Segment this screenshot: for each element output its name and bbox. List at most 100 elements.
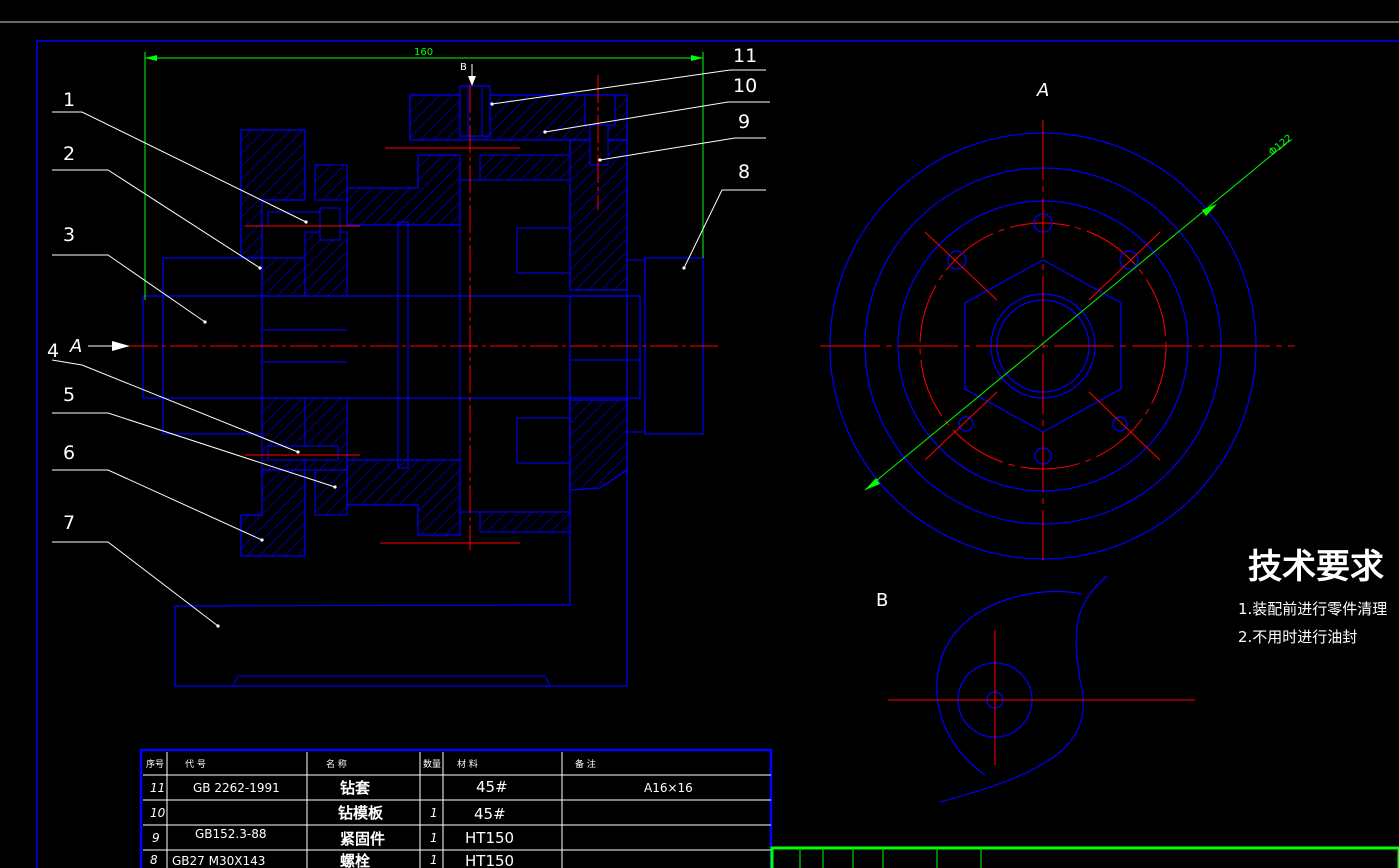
workpiece-shaft xyxy=(142,295,641,399)
housing-lower xyxy=(346,459,461,536)
ring-upper xyxy=(314,164,348,201)
part-label-9: 9 xyxy=(738,111,750,133)
bom-cell-material: 45# xyxy=(474,805,506,823)
slot-upper xyxy=(516,227,571,274)
leader-11 xyxy=(491,69,766,105)
view-a-label-left: A xyxy=(69,336,82,357)
housing-upper xyxy=(346,154,461,226)
view-a-diag-1 xyxy=(924,231,998,301)
dim-160-text: 160 xyxy=(414,47,433,58)
slot-lower xyxy=(516,417,571,464)
part-label-1: 1 xyxy=(63,89,75,111)
leader-8 xyxy=(683,189,766,269)
leader-5 xyxy=(52,412,336,488)
bom-cell-no: 10 xyxy=(150,806,166,820)
view-b-label: B xyxy=(876,590,888,611)
bom-header-material: 材 料 xyxy=(457,758,478,770)
bom-cell-name: 钻模板 xyxy=(338,804,384,822)
bom-header-no: 序号 xyxy=(146,758,164,770)
view-a-diag-3 xyxy=(924,391,998,461)
bolt-hole-top-right xyxy=(1119,250,1139,270)
snap-ring xyxy=(397,221,409,469)
right-plate-lower xyxy=(569,399,628,491)
part-label-4: 4 xyxy=(47,340,59,362)
bom-cell-material: 45# xyxy=(476,778,508,796)
right-housing-upper xyxy=(479,154,571,181)
bom-cell-code: GB 2262-1991 xyxy=(193,781,280,795)
section-b-mark: B xyxy=(460,62,467,73)
view-a-diag-2 xyxy=(1088,231,1161,301)
diameter-dim-line xyxy=(864,139,1291,491)
bom-header-code: 代 号 xyxy=(185,759,206,770)
part-label-6: 6 xyxy=(63,442,75,464)
bom-cell-note: A16×16 xyxy=(644,781,693,795)
diameter-arrow-2 xyxy=(1202,204,1217,216)
leader-3 xyxy=(52,254,206,323)
right-housing-lower xyxy=(479,511,571,533)
bom-cell-code: GB152.3-88 xyxy=(195,827,266,841)
table-row[interactable]: 8 GB27 M30X143 螺栓 1 HT150 xyxy=(150,852,514,868)
bom-cell-name: 紧固件 xyxy=(340,830,385,848)
bom-grid xyxy=(143,752,771,868)
tech-req-item-1: 1.装配前进行零件清理 xyxy=(1238,600,1387,618)
bom-header-qty: 数量 xyxy=(423,758,441,770)
leader-4 xyxy=(51,359,299,453)
pin-lower xyxy=(267,445,339,461)
leader-2 xyxy=(52,169,261,269)
view-a-circular[interactable]: A Φ122 xyxy=(820,80,1295,560)
table-row[interactable]: 10 钻模板 1 45# xyxy=(150,804,506,823)
screw-shank xyxy=(589,124,609,166)
leader-1 xyxy=(52,111,307,223)
bom-header-note: 备 注 xyxy=(575,758,596,770)
front-section-view[interactable]: A B 160 xyxy=(69,47,720,687)
diameter-dim-text: Φ122 xyxy=(1267,133,1295,159)
bom-cell-name: 螺栓 xyxy=(340,852,370,868)
bom-cell-material: HT150 xyxy=(465,852,514,868)
table-row[interactable]: 9 GB152.3-88 紧固件 1 HT150 xyxy=(152,827,514,848)
part-label-8: 8 xyxy=(738,161,750,183)
title-block xyxy=(770,846,1399,868)
bom-cell-code: GB27 M30X143 xyxy=(172,854,265,868)
cam-outline xyxy=(936,575,1108,803)
bolt-hole-bottom-left xyxy=(958,416,974,432)
base-foot-notch xyxy=(232,675,551,687)
bom-cell-name: 钻套 xyxy=(340,779,371,797)
leader-7 xyxy=(52,541,219,627)
part-label-3: 3 xyxy=(63,224,75,246)
view-a-diag-4 xyxy=(1088,391,1161,461)
part-label-11: 11 xyxy=(733,45,757,67)
bom-table[interactable]: 序号 代 号 名 称 数量 材 料 备 注 11 GB 2262-1991 钻套… xyxy=(139,748,773,868)
housing-mid-upper xyxy=(347,224,461,296)
drawing-frame xyxy=(36,40,1399,868)
diameter-arrow-1 xyxy=(865,478,880,490)
bom-cell-no: 11 xyxy=(150,781,165,795)
view-a-label-top: A xyxy=(1036,80,1049,101)
table-row[interactable]: 11 GB 2262-1991 钻套 45# A16×16 xyxy=(150,778,693,797)
pin-head-upper xyxy=(319,207,341,241)
ring-lower xyxy=(314,469,348,516)
dim-160-arrow-left xyxy=(145,55,157,61)
bom-cell-no: 8 xyxy=(150,853,158,867)
tech-req-item-2: 2.不用时进行油封 xyxy=(1238,628,1357,646)
flange-body-upper xyxy=(261,257,306,297)
bom-cell-no: 9 xyxy=(152,831,160,845)
part-leaders xyxy=(51,69,770,627)
left-flange-upper xyxy=(240,129,306,259)
drill-bushing-inner xyxy=(467,85,483,137)
bushing-upper xyxy=(304,231,348,297)
tech-req-title: 技术要求 xyxy=(1248,547,1384,587)
leader-6 xyxy=(52,469,263,541)
part-label-7: 7 xyxy=(63,512,75,534)
bom-header-name: 名 称 xyxy=(326,758,347,770)
part-label-2: 2 xyxy=(63,143,75,165)
part-label-10: 10 xyxy=(733,75,757,97)
bom-border xyxy=(139,748,773,868)
leader-9 xyxy=(599,137,766,161)
screw-pocket xyxy=(584,94,616,126)
part-label-5: 5 xyxy=(63,384,75,406)
view-b-detail[interactable]: B xyxy=(876,575,1195,803)
view-a-arrow-head xyxy=(112,341,130,351)
bom-cell-qty: 1 xyxy=(430,806,438,820)
dim-160-arrow-right xyxy=(691,55,703,61)
